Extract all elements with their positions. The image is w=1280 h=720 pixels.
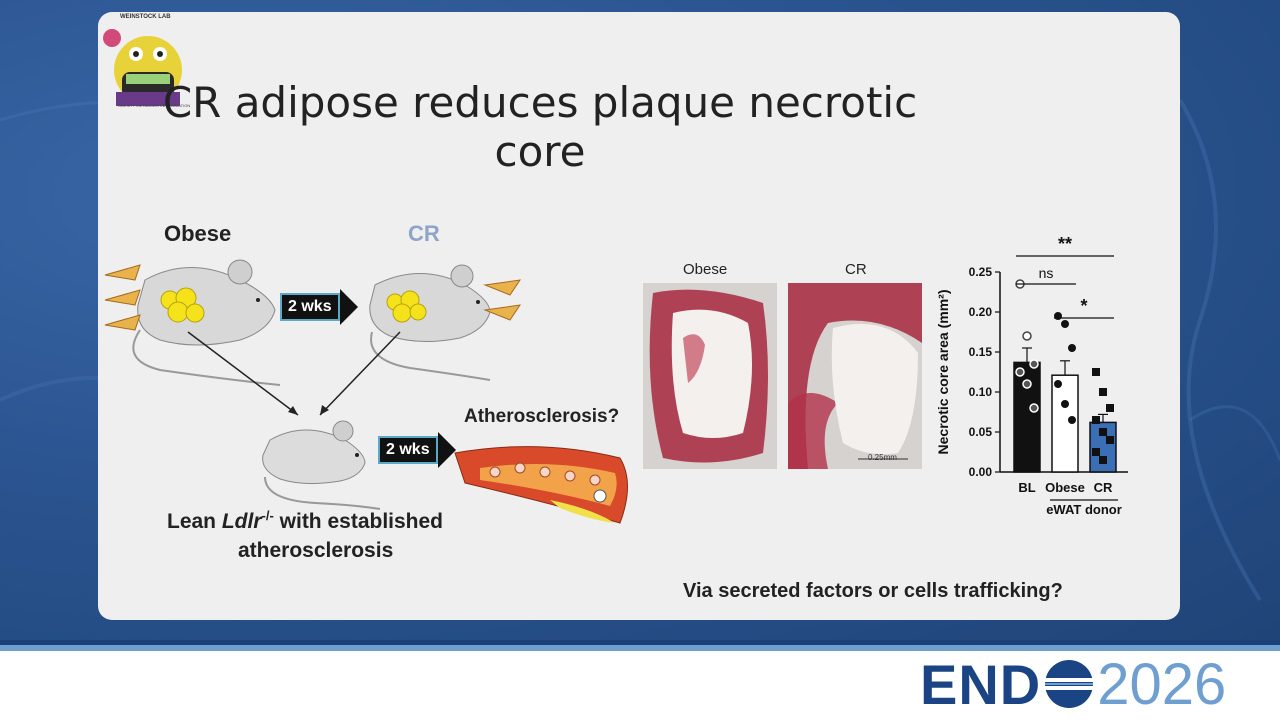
- scale-bar-label: 0.25mm: [868, 453, 897, 462]
- data-point: [1061, 400, 1069, 408]
- footer-stripe-dark: [0, 640, 1280, 645]
- y-tick-label: 0.00: [969, 465, 993, 479]
- lean-caption-line2: atherosclerosis: [238, 539, 394, 562]
- significance-label: ns: [1039, 265, 1054, 281]
- globe-icon: [1045, 660, 1094, 708]
- crossing-arrows: [187, 331, 401, 416]
- obese-mouse-illustration: [104, 259, 281, 386]
- data-point: [1092, 416, 1100, 424]
- data-point: [1022, 331, 1032, 341]
- lean-caption-line1: Lean Ldlr-/- with established: [167, 508, 443, 534]
- data-point: [1106, 404, 1114, 412]
- arrow-2wks-1: 2 wks: [280, 289, 358, 325]
- data-point: [1068, 416, 1076, 424]
- data-point: [1029, 359, 1039, 369]
- significance-label: *: [1080, 296, 1087, 316]
- data-point: [1054, 312, 1062, 320]
- y-axis-label: Necrotic core area (mm²): [935, 290, 951, 455]
- x-tick-label: Obese: [1045, 480, 1085, 495]
- lean-mouse-illustration: [262, 420, 381, 510]
- cr-mouse-illustration: [369, 264, 522, 381]
- y-tick-label: 0.10: [969, 385, 993, 399]
- endo-brand-text: END: [920, 652, 1042, 716]
- slide-title: CR adipose reduces plaque necrotic core: [162, 78, 918, 176]
- lean-caption-post: with established: [273, 510, 444, 533]
- lab-logo-subtitle: OBESITY METABOLIC INFLAMMATION: [118, 103, 191, 108]
- y-tick-label: 0.20: [969, 305, 993, 319]
- endo-year-text: 2026: [1097, 651, 1227, 717]
- endo-logo: END 2026: [920, 652, 1226, 717]
- lean-caption-pre: Lean: [167, 510, 222, 533]
- lab-logo: [103, 29, 182, 106]
- data-point: [1099, 428, 1107, 436]
- data-point: [1099, 388, 1107, 396]
- artery-illustration: [454, 446, 628, 524]
- significance-label: **: [1058, 234, 1072, 254]
- arrow-2wks-2: 2 wks: [378, 432, 456, 468]
- histology-cr-label: CR: [845, 261, 867, 278]
- atherosclerosis-label: Atherosclerosis?: [464, 406, 620, 427]
- data-point: [1099, 456, 1107, 464]
- x-tick-label: BL: [1018, 480, 1035, 495]
- data-point: [1106, 436, 1114, 444]
- y-tick-label: 0.05: [969, 425, 993, 439]
- data-point: [1092, 368, 1100, 376]
- arrow-2wks-1-label: 2 wks: [280, 293, 340, 321]
- data-point: [1015, 367, 1025, 377]
- data-point: [1092, 448, 1100, 456]
- data-point: [1029, 403, 1039, 413]
- data-point: [1022, 379, 1032, 389]
- bar-obese: [1051, 374, 1079, 473]
- histology-obese-image: [643, 283, 777, 469]
- arrow-2wks-2-label: 2 wks: [378, 436, 438, 464]
- data-point: [1068, 344, 1076, 352]
- y-tick-label: 0.25: [969, 265, 993, 279]
- footer-stripe-light: [0, 645, 1280, 651]
- cr-label: CR: [408, 221, 440, 246]
- group-label: eWAT donor: [1046, 502, 1122, 517]
- histology-obese-label: Obese: [683, 261, 728, 278]
- data-point: [1061, 320, 1069, 328]
- histology-cr-image: 0.25mm: [788, 283, 922, 469]
- closing-question: Via secreted factors or cells traffickin…: [683, 580, 1063, 602]
- y-tick-label: 0.15: [969, 345, 993, 359]
- data-point: [1054, 380, 1062, 388]
- bar-bl: [1013, 361, 1041, 473]
- lab-logo-name: WEINSTOCK LAB: [120, 14, 171, 20]
- lean-caption-gene: Ldlr: [221, 510, 262, 533]
- lean-caption-sup: -/-: [261, 508, 274, 523]
- obese-label: Obese: [164, 221, 232, 246]
- x-tick-label: CR: [1094, 480, 1113, 495]
